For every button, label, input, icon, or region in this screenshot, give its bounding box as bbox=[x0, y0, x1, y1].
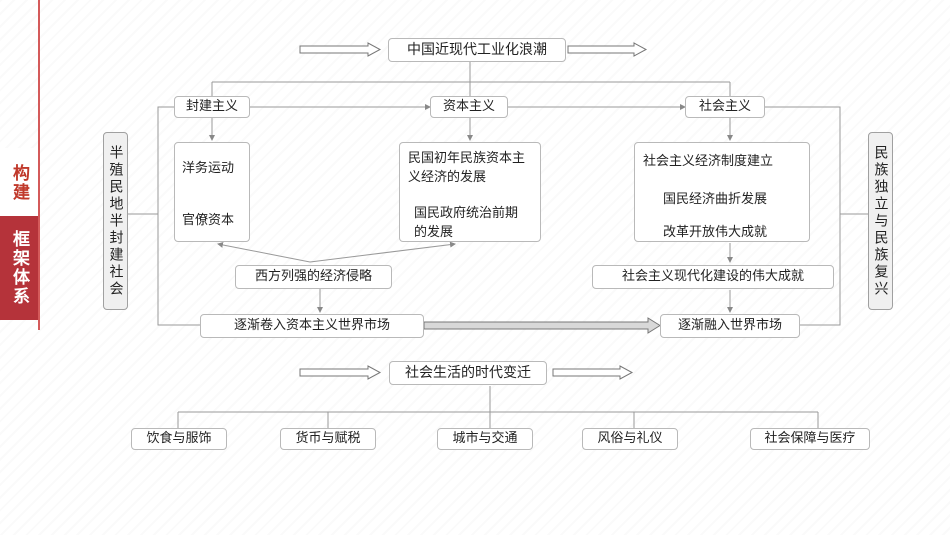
right-side-label: 民族独立与民族复兴 bbox=[868, 132, 893, 310]
social-life-item: 风俗与礼仪 bbox=[582, 428, 678, 450]
column-socialism: 社会主义 bbox=[685, 96, 765, 118]
socialism-item: 改革开放伟大成就 bbox=[663, 225, 768, 240]
feudal-item: 官僚资本 bbox=[182, 213, 235, 228]
western-invasion: 西方列强的经济侵略 bbox=[235, 265, 392, 289]
socialism-box: 社会主义经济制度建立 国民经济曲折发展 改革开放伟大成就 bbox=[634, 142, 810, 242]
section1-title: 中国近现代工业化浪潮 bbox=[388, 38, 566, 62]
social-life-item: 饮食与服饰 bbox=[131, 428, 227, 450]
tag-framework: 框架体系 bbox=[0, 216, 38, 320]
left-side-label: 半殖民地半封建社会 bbox=[103, 132, 128, 310]
world-market-integration: 逐渐融入世界市场 bbox=[660, 314, 800, 338]
feudal-box: 洋务运动 官僚资本 bbox=[174, 142, 250, 242]
tag-build: 构建 bbox=[0, 148, 38, 218]
socialist-modernization: 社会主义现代化建设的伟大成就 bbox=[592, 265, 834, 289]
capitalism-item: 国民政府统治前期的发展 bbox=[414, 206, 519, 240]
social-life-item: 社会保障与医疗 bbox=[750, 428, 870, 450]
socialism-item: 国民经济曲折发展 bbox=[663, 192, 768, 207]
accent-line bbox=[38, 0, 40, 330]
section2-title: 社会生活的时代变迁 bbox=[389, 361, 547, 385]
social-life-item: 货币与赋税 bbox=[280, 428, 376, 450]
capitalism-item: 民国初年民族资本主义经济的发展 bbox=[408, 151, 526, 185]
world-market-capitalist: 逐渐卷入资本主义世界市场 bbox=[200, 314, 424, 338]
capitalism-box: 民国初年民族资本主义经济的发展 国民政府统治前期的发展 bbox=[399, 142, 541, 242]
social-life-item: 城市与交通 bbox=[437, 428, 533, 450]
socialism-item: 社会主义经济制度建立 bbox=[643, 154, 774, 169]
feudal-item: 洋务运动 bbox=[182, 161, 235, 176]
column-capitalism: 资本主义 bbox=[430, 96, 508, 118]
column-feudal: 封建主义 bbox=[174, 96, 250, 118]
